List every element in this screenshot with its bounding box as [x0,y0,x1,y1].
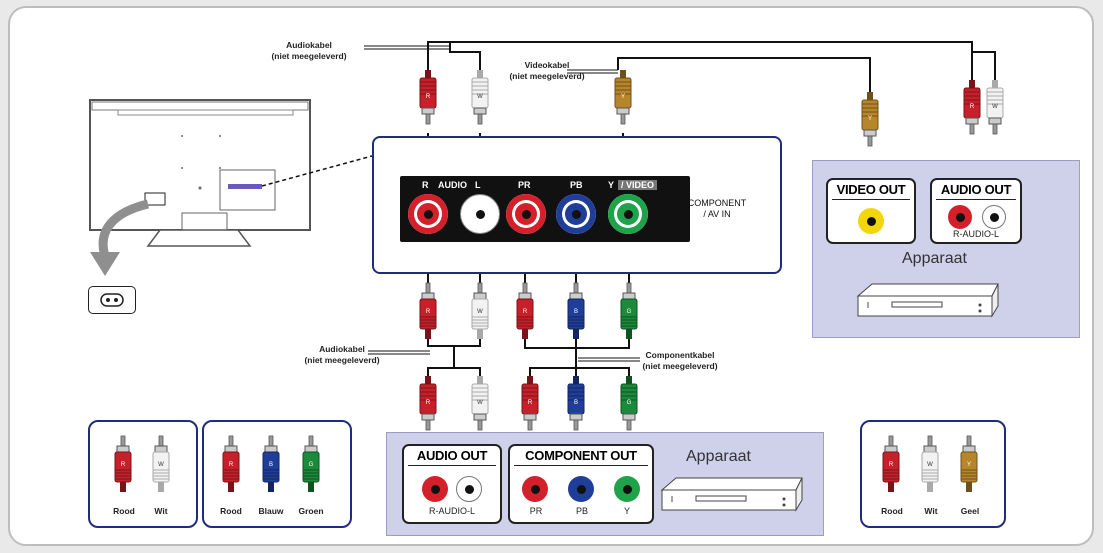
audio-out-jack-l [982,205,1006,229]
audio-out-jack-r [948,205,972,229]
label-text: Videokabel [524,60,570,70]
label-audiokabel-mid: Audiokabel (niet meegeleverd) [302,344,382,366]
dvd-player-icon [856,283,999,318]
video-out-box: VIDEO OUT [826,178,916,244]
top-cable-wires [427,41,996,92]
dvd-player-icon [660,477,803,512]
component-av-in-label: COMPONENT / AV IN [662,198,772,220]
label-componentkabel: Componentkabel (niet meegeleverd) [630,350,730,372]
divider [936,199,1016,200]
label-subtext: (niet meegeleverd) [642,361,718,371]
audio-sub-label: R-AUDIO-L [952,229,999,239]
component-jack-pr [522,476,548,502]
divider [514,465,648,466]
device-bottom-name: Apparaat [686,448,751,465]
label-text: Componentkabel [645,350,715,360]
tv-video-label: / VIDEO [618,180,658,190]
label-leaders [364,45,640,362]
component-jack-pb [568,476,594,502]
audio-sub-label: R-AUDIO-L [428,506,475,516]
legend-label-wit: Wit [924,506,938,516]
component-out-box: COMPONENT OUT PR PB Y [508,444,654,524]
tv-jack-audio-l [460,194,500,234]
video-out-jack [858,208,884,234]
label-videokabel: Videokabel (niet meegeleverd) [502,60,592,82]
legend-box-audio [88,420,198,528]
tv-y-label: Y [608,180,615,190]
label-text: Audiokabel [319,344,365,354]
mid-cable-wires [427,338,630,376]
component-jack-y [614,476,640,502]
component-out-label: COMPONENT OUT [525,448,637,463]
device-right-name: Apparaat [902,250,967,267]
audio-out-box-bottom: AUDIO OUT R-AUDIO-L [402,444,502,524]
audio-out-box-right: AUDIO OUT R-AUDIO-L [930,178,1022,244]
legend-label-rood: Rood [881,506,903,516]
av-in-text: / AV IN [703,209,731,219]
tv-jack-audio-r [408,194,448,234]
divider [408,465,496,466]
video-out-label: VIDEO OUT [836,182,906,197]
tv-pb-label: PB [570,180,583,190]
legend-label-blauw: Blauw [258,506,284,516]
legend-label-rood: Rood [113,506,135,516]
label-subtext: (niet meegeleverd) [509,71,585,81]
bottom-audio-jack-r [422,476,448,502]
divider [832,199,910,200]
tv-audio-text: AUDIO [438,180,467,190]
audio-out-label: AUDIO OUT [416,448,488,463]
tv-audio-r-badge: R [422,180,429,190]
tv-pr-label: PR [518,180,531,190]
label-text: Audiokabel [286,40,332,50]
bottom-audio-jack-l [456,476,482,502]
legend-label-geel: Geel [960,506,980,516]
pb-label: PB [575,506,588,516]
diagram-frame: Audiokabel (niet meegeleverd) Videokabel… [8,6,1094,546]
legend-label-wit: Wit [154,506,168,516]
power-socket-icon [100,293,124,307]
label-subtext: (niet meegeleverd) [271,51,347,61]
tv-back-illustration [89,99,373,276]
tv-audio-l-badge: L [475,180,481,190]
pr-label: PR [529,506,543,516]
label-audiokabel-top: Audiokabel (niet meegeleverd) [254,40,364,62]
audio-out-label: AUDIO OUT [940,182,1012,197]
tv-jack-pb [556,194,596,234]
label-subtext: (niet meegeleverd) [304,355,380,365]
y-label: Y [623,506,630,516]
power-socket-box [88,286,136,314]
component-text: COMPONENT [687,198,747,208]
legend-label-groen: Groen [298,506,324,516]
legend-label-rood: Rood [220,506,242,516]
tv-jack-y [608,194,648,234]
tv-jack-pr [506,194,546,234]
